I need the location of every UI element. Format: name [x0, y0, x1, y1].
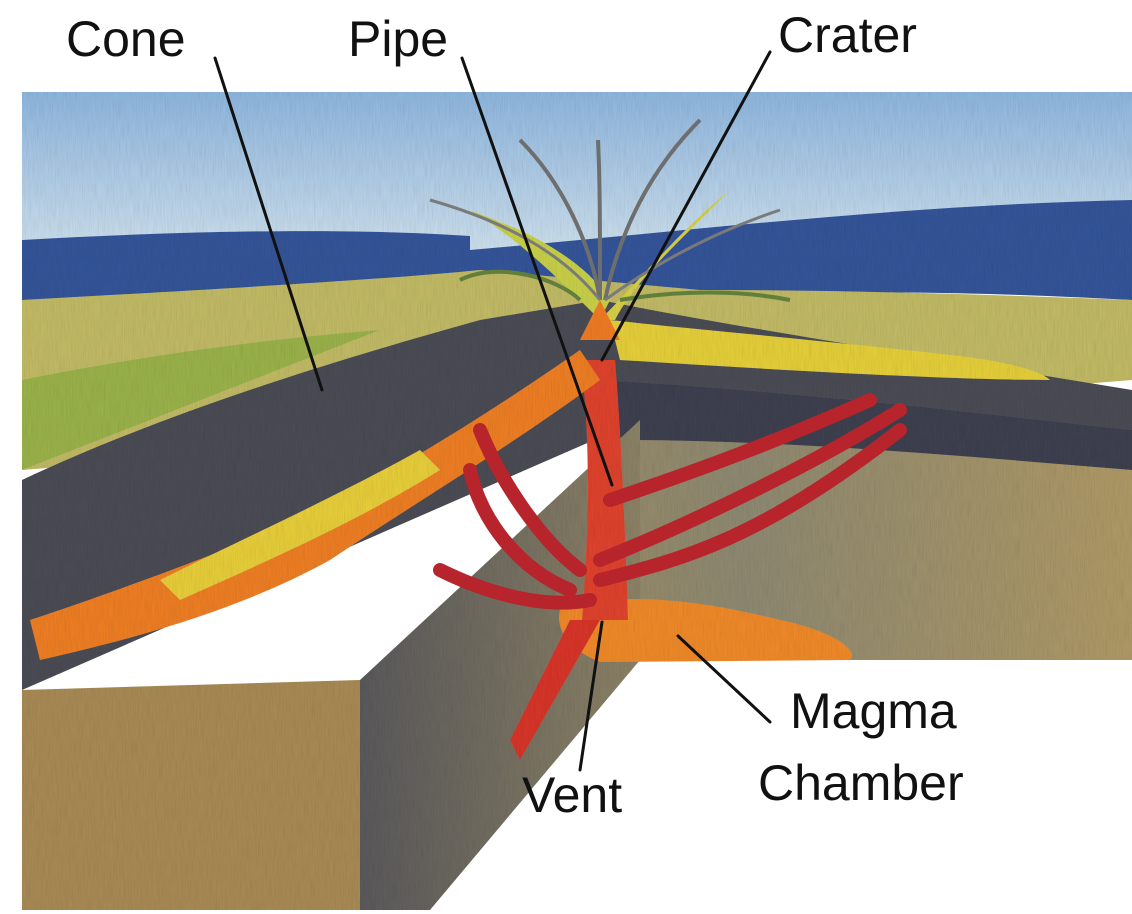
label-cone: Cone: [66, 11, 186, 67]
label-pipe: Pipe: [348, 11, 448, 67]
label-chamber: Chamber: [758, 755, 964, 811]
label-magma: Magma: [790, 683, 957, 739]
label-crater: Crater: [778, 7, 917, 63]
front-block: [22, 680, 360, 910]
label-vent: Vent: [522, 767, 622, 823]
